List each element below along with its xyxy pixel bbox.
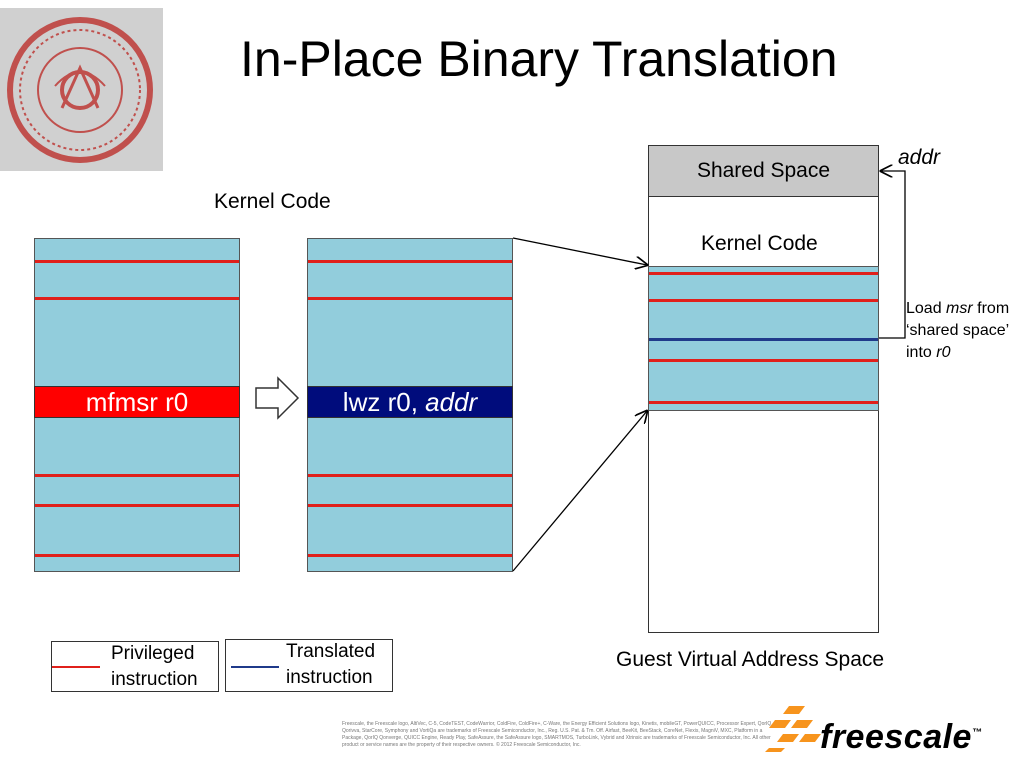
translate-arrow-icon xyxy=(255,376,300,420)
slide-title: In-Place Binary Translation xyxy=(240,31,838,87)
privileged-instruction-line xyxy=(35,260,239,263)
privileged-instruction-line xyxy=(308,474,512,477)
trademark-fine-print: Freescale, the Freescale logo, AltiVec, … xyxy=(342,721,773,748)
privileged-instruction-line xyxy=(308,297,512,300)
institute-logo xyxy=(0,8,163,171)
legend-translated-text: Translated instruction xyxy=(286,641,376,688)
privileged-instruction-line xyxy=(35,474,239,477)
note-line-2: ‘shared space’ xyxy=(906,322,1010,339)
kernel-code-label: Kernel Code xyxy=(214,190,331,213)
privileged-instruction-line xyxy=(649,359,878,362)
privileged-instruction-line xyxy=(35,554,239,557)
freescale-mark-icon xyxy=(765,706,821,752)
legend-blue-line xyxy=(231,666,279,668)
privileged-instruction-line xyxy=(35,297,239,300)
lwz-instruction-operand: addr xyxy=(425,387,478,417)
map-bottom-arrow xyxy=(512,411,647,572)
privileged-instruction-line xyxy=(308,554,512,557)
gvas-kernel-code-block xyxy=(648,266,879,411)
legend-privileged-text: Privileged instruction xyxy=(111,643,198,690)
privileged-instruction-line xyxy=(35,504,239,507)
map-top-arrow xyxy=(512,237,647,265)
gvas-caption: Guest Virtual Address Space xyxy=(616,648,885,671)
note-line-1: Load msr from xyxy=(906,300,1010,317)
note-line-3: into r0 xyxy=(906,344,951,361)
privileged-instruction-line xyxy=(649,272,878,275)
translated-instruction-line xyxy=(649,338,878,341)
privileged-instruction-line xyxy=(649,401,878,404)
legend-translated: Translated instruction xyxy=(225,639,393,692)
lwz-instruction-prefix: lwz r0, xyxy=(342,387,426,417)
privileged-instruction-line xyxy=(308,504,512,507)
mfmsr-instruction: mfmsr r0 xyxy=(34,386,240,418)
shared-space-pointer-arrow xyxy=(879,171,906,339)
load-msr-note: Load msr from ‘shared space’ into r0 xyxy=(906,298,1009,364)
freescale-wordmark: freescale™ xyxy=(820,718,983,756)
gvas-kernel-code-label: Kernel Code xyxy=(701,232,818,255)
shared-space-region: Shared Space xyxy=(648,145,879,197)
privileged-instruction-line xyxy=(649,299,878,302)
legend-red-line xyxy=(52,666,100,668)
addr-label: addr xyxy=(898,146,941,169)
legend-privileged: Privileged instruction xyxy=(51,641,219,692)
seal-icon xyxy=(7,17,153,163)
lwz-instruction: lwz r0, addr xyxy=(307,386,513,418)
privileged-instruction-line xyxy=(308,260,512,263)
